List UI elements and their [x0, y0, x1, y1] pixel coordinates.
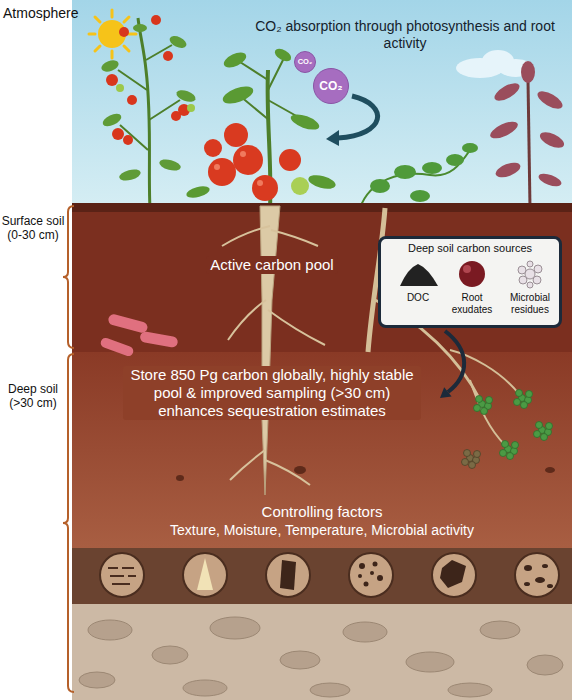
bacteria: [99, 313, 178, 358]
absorption-arrow: [338, 96, 378, 138]
texture-circles: [100, 553, 559, 597]
co2-bubble: CO₂: [294, 51, 316, 73]
carbon-source-icons: [380, 256, 560, 290]
purple-plant: [488, 61, 566, 208]
absorption-arrowhead: [326, 130, 339, 146]
bedrock: [72, 604, 572, 700]
source-label: Microbial residues: [502, 292, 558, 316]
vine-right: [360, 143, 478, 208]
sun: [89, 10, 136, 58]
region-label: Deep soil (>30 cm): [1, 382, 65, 411]
pool-label: Active carbon pool: [206, 256, 337, 274]
stones: [79, 617, 563, 697]
region-brackets: [63, 206, 74, 692]
source-label: Root exudates: [444, 292, 500, 316]
factor-band: [72, 548, 572, 604]
deep-pool-note: Store 850 Pg carbon globally, highly sta…: [123, 366, 421, 420]
sky: [72, 0, 572, 210]
source-label: DOC: [407, 292, 429, 304]
region-label: Atmosphere: [3, 5, 78, 22]
deep-soil: [72, 352, 572, 548]
pebbles: [176, 466, 555, 481]
exudate-icon: [459, 261, 485, 287]
factors-list: Texture, Moisture, Temperature, Microbia…: [170, 522, 474, 539]
root-nodules: [474, 390, 553, 460]
transfer-arrow: [445, 331, 464, 392]
tomato-plant-middle: [185, 46, 337, 208]
process-note: CO₂ absorption through photosynthesis an…: [244, 18, 566, 52]
tomato-plant-left: [100, 15, 197, 208]
region-label: Surface soil (0-30 cm): [1, 214, 65, 243]
soil-surface-line: [72, 203, 572, 212]
factors-heading: Controlling factors: [262, 503, 383, 521]
root-nodules-old: [462, 450, 481, 469]
co2-bubble: CO₂: [313, 68, 349, 104]
surface-soil: [72, 206, 572, 354]
transfer-arrowhead: [440, 387, 452, 398]
box-heading: Deep soil carbon sources: [381, 239, 559, 255]
